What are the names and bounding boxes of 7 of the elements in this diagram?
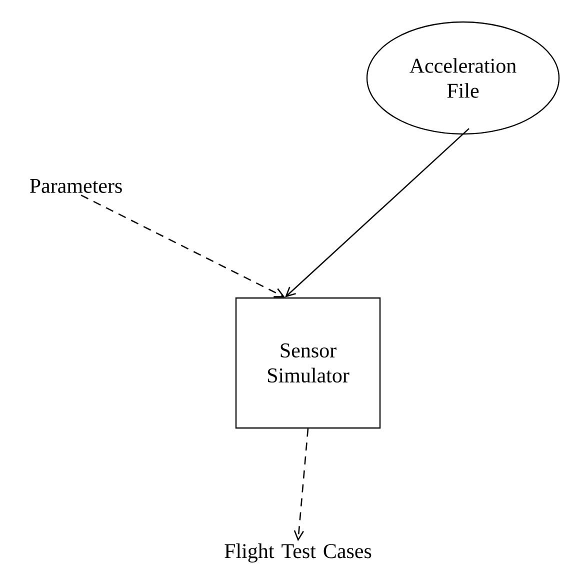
arrow: [285, 128, 470, 298]
process-box: Sensor Simulator: [235, 297, 381, 429]
ellipse-node: Acceleration File: [366, 21, 560, 135]
arrow: [80, 194, 285, 298]
arrow: [294, 428, 309, 542]
output-label: Flight Test Cases: [224, 543, 372, 563]
input-label: Parameters: [30, 179, 122, 193]
